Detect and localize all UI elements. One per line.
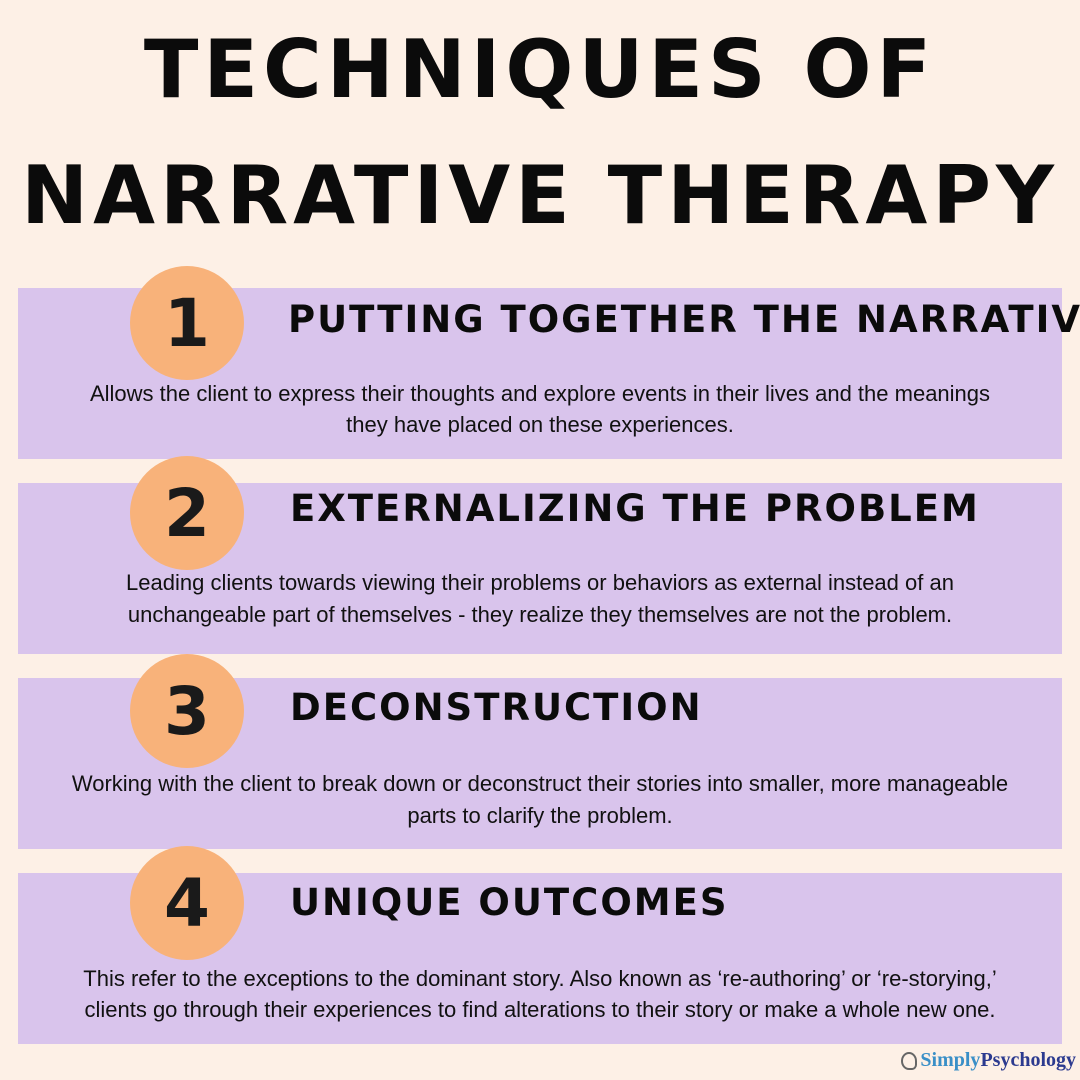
technique-desc-line2: they have placed on these experiences. xyxy=(346,412,734,437)
technique-desc-line1: Leading clients towards viewing their pr… xyxy=(126,570,954,595)
number-badge-2: 2 xyxy=(130,456,244,570)
technique-desc-line1: Allows the client to express their thoug… xyxy=(89,381,991,406)
technique-heading: EXTERNALIZING THE PROBLEM xyxy=(290,487,980,530)
technique-desc-line2: unchangeable part of themselves - they r… xyxy=(127,602,953,627)
page-title-line-2: NARRATIVE THERAPY xyxy=(21,149,1059,242)
technique-desc-line1: This refer to the exceptions to the domi… xyxy=(83,966,997,991)
technique-desc-line1: Working with the client to break down or… xyxy=(71,771,1009,796)
technique-heading: DECONSTRUCTION xyxy=(290,686,703,729)
page-title-line-1: TECHNIQUES OF xyxy=(143,23,937,116)
technique-card-1: PUTTING TOGETHER THE NARRATIVE Allows th… xyxy=(18,288,1080,459)
technique-desc-line2: clients go through their experiences to … xyxy=(84,997,996,1022)
brain-head-icon xyxy=(901,1051,918,1070)
technique-heading: UNIQUE OUTCOMES xyxy=(290,881,729,924)
technique-desc-line2: parts to clarify the problem. xyxy=(407,803,673,828)
technique-heading: PUTTING TOGETHER THE NARRATIVE xyxy=(288,298,1080,341)
logo-part-psychology: Psychology xyxy=(980,1049,1076,1071)
number-badge-4: 4 xyxy=(130,846,244,960)
number-badge-3: 3 xyxy=(130,654,244,768)
number-badge-1: 1 xyxy=(130,266,244,380)
logo-part-simply: Simply xyxy=(920,1049,981,1071)
